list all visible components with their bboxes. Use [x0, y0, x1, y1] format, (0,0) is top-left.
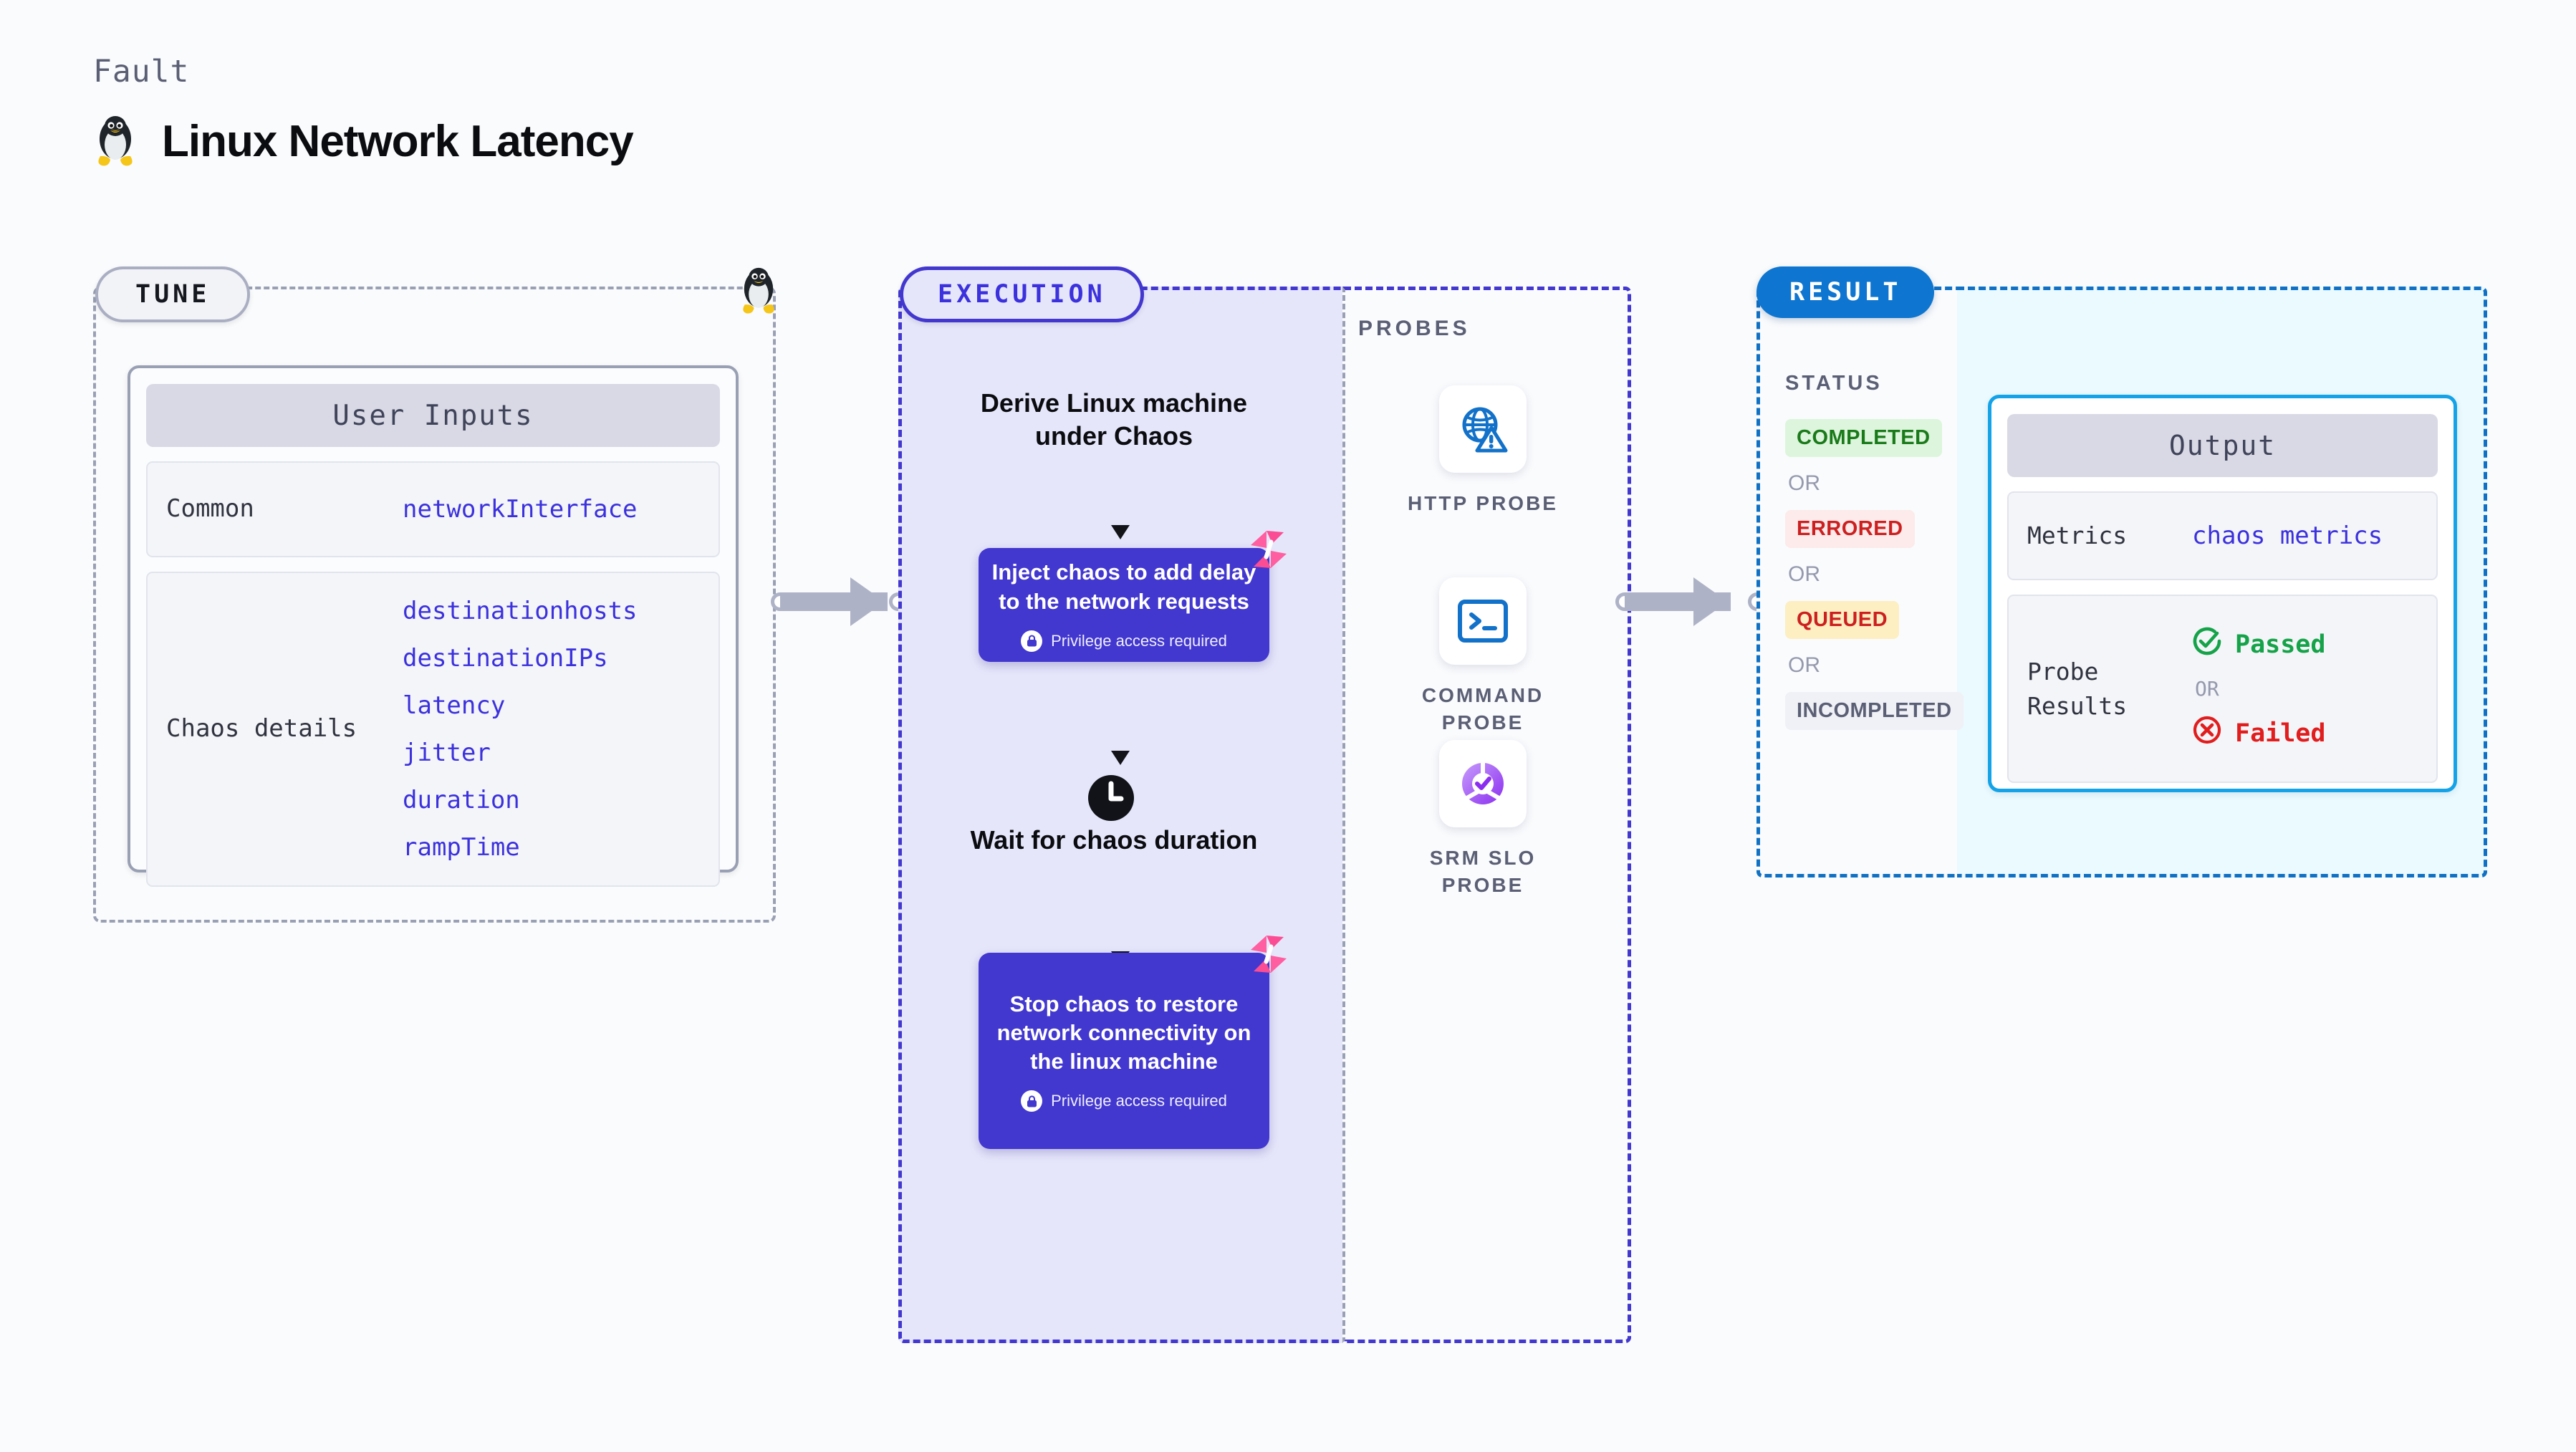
flow-arrow-derive-to-inject	[1111, 458, 1130, 541]
probe-label: HTTP PROBE	[1408, 492, 1558, 514]
row-key: Chaos details	[166, 714, 357, 744]
page-title-row: Linux Network Latency	[93, 115, 634, 168]
result-status-panel	[1756, 287, 1963, 878]
output-header: Output	[2007, 414, 2438, 477]
user-inputs-header: User Inputs	[146, 384, 720, 447]
slo-donut-check-icon	[1439, 740, 1527, 827]
row-key: Probe Results	[2027, 657, 2128, 720]
status-badge: ERRORED	[1785, 510, 1915, 548]
passed-label: Passed	[2235, 630, 2326, 659]
flow-arrow-inject-to-wait	[1111, 638, 1130, 766]
table-row: Common networkInterface	[146, 461, 720, 557]
status-badge: COMPLETED	[1785, 419, 1942, 457]
input-param[interactable]: destinationhosts	[403, 597, 638, 625]
execution-panel	[898, 287, 1350, 1343]
globe-warning-icon	[1439, 385, 1527, 473]
or-separator: OR	[1788, 562, 1820, 586]
row-key: Common	[166, 494, 254, 524]
status-title: STATUS	[1785, 372, 1883, 395]
table-row: Probe Results Passed OR	[2007, 595, 2438, 783]
input-param[interactable]: networkInterface	[403, 495, 638, 524]
linux-penguin-icon	[738, 266, 779, 319]
user-inputs-card: User Inputs Common networkInterface Chao…	[128, 365, 739, 887]
status-list: COMPLETED OR ERRORED OR QUEUED OR INCOMP…	[1785, 419, 1964, 730]
probe-label: COMMAND PROBE	[1421, 684, 1544, 734]
row-key: Metrics	[2027, 521, 2128, 550]
execution-stage-pill[interactable]: EXECUTION	[900, 266, 1144, 322]
check-circle-icon	[2192, 626, 2222, 663]
input-param[interactable]: rampTime	[403, 833, 520, 862]
metrics-value[interactable]: chaos metrics	[2192, 521, 2383, 550]
probe-item-srm-slo[interactable]: SRM SLO PROBE	[1397, 740, 1569, 899]
input-param[interactable]: destinationIPs	[403, 644, 608, 673]
privilege-note: Privilege access required	[1021, 1090, 1227, 1112]
or-separator: OR	[2195, 677, 2219, 701]
inject-chaos-text: Inject chaos to add delay to the network…	[991, 559, 1256, 614]
fault-eyebrow-label: Fault	[93, 54, 190, 90]
connector-arrowhead	[1693, 577, 1728, 626]
linux-penguin-icon	[93, 115, 138, 168]
probes-title: PROBES	[1358, 317, 1471, 340]
harness-logo-icon	[1248, 529, 1289, 573]
probe-item-command[interactable]: COMMAND PROBE	[1397, 577, 1569, 736]
clock-icon	[1087, 774, 1135, 826]
row-values: Passed OR Failed	[2192, 626, 2325, 751]
row-values: networkInterface	[403, 495, 638, 524]
failed-label: Failed	[2235, 718, 2326, 748]
table-row: Metrics chaos metrics	[2007, 491, 2438, 580]
input-param[interactable]: duration	[403, 786, 520, 814]
row-values: destinationhosts destinationIPs latency …	[403, 597, 638, 862]
or-separator: OR	[1788, 653, 1820, 677]
probe-label: SRM SLO PROBE	[1429, 847, 1537, 896]
derive-step-label: Derive Linux machine under Chaos	[980, 388, 1248, 451]
or-separator: OR	[1788, 471, 1820, 495]
status-badge: INCOMPLETED	[1785, 692, 1964, 730]
page-title: Linux Network Latency	[162, 116, 634, 166]
stop-chaos-step[interactable]: Stop chaos to restore network connectivi…	[979, 936, 1287, 1149]
privilege-note-text: Privilege access required	[1051, 631, 1227, 650]
lock-icon	[1021, 1090, 1043, 1112]
input-param[interactable]: latency	[403, 691, 506, 720]
x-circle-icon	[2192, 715, 2222, 751]
result-stage-pill[interactable]: RESULT	[1756, 266, 1935, 318]
probe-item-http[interactable]: HTTP PROBE	[1397, 385, 1569, 517]
table-row: Chaos details destinationhosts destinati…	[146, 572, 720, 887]
stop-chaos-text: Stop chaos to restore network connectivi…	[996, 991, 1251, 1074]
wait-step-label: Wait for chaos duration	[970, 825, 1258, 855]
probe-result-failed: Failed	[2192, 715, 2325, 751]
connector-arrowhead	[850, 577, 885, 626]
lock-icon	[1021, 630, 1043, 652]
privilege-note: Privilege access required	[1021, 630, 1227, 652]
inject-chaos-step[interactable]: Inject chaos to add delay to the network…	[979, 531, 1287, 662]
probe-result-passed: Passed	[2192, 626, 2325, 663]
harness-logo-icon	[1248, 934, 1289, 978]
tune-stage-pill[interactable]: TUNE	[95, 266, 251, 322]
output-card: Output Metrics chaos metrics Probe Resul…	[1988, 395, 2457, 792]
terminal-prompt-icon	[1439, 577, 1527, 665]
input-param[interactable]: jitter	[403, 739, 491, 767]
row-values: chaos metrics	[2192, 521, 2383, 550]
privilege-note-text: Privilege access required	[1051, 1092, 1227, 1110]
status-badge: QUEUED	[1785, 601, 1900, 639]
